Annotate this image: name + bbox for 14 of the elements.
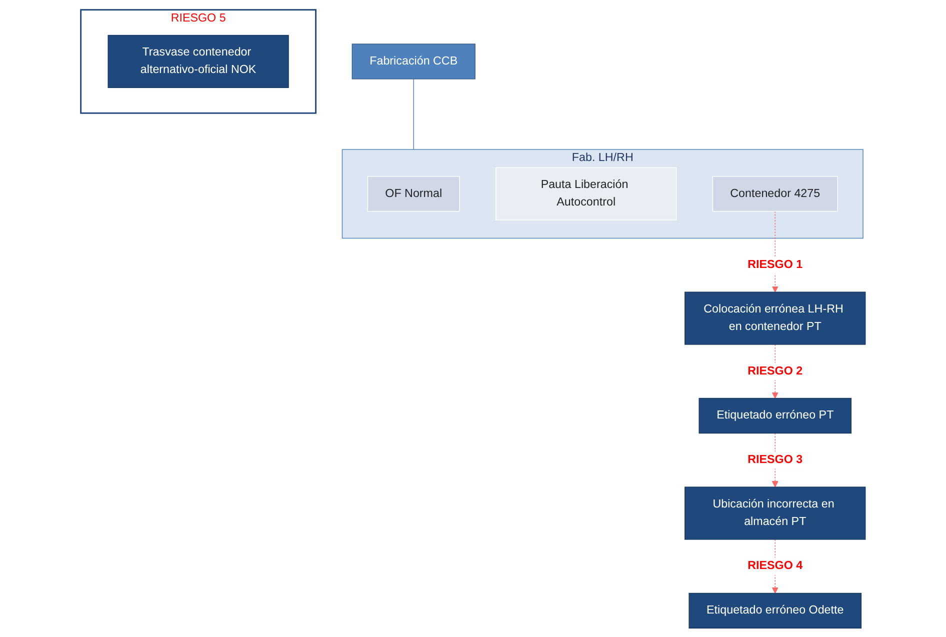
node-box: Contenedor 4275 <box>712 176 838 212</box>
node-box: OF Normal <box>367 176 460 212</box>
edge-label: RIESGO 1 <box>748 258 803 270</box>
node-box: Etiquetado erróneo Odette <box>688 592 862 628</box>
edge-label: RIESGO 2 <box>748 364 803 377</box>
node-box: Colocación errónea LH-RH en contenedor PT <box>684 291 866 344</box>
node-box: Pauta Liberación Autocontrol <box>495 166 677 220</box>
node-box: Trasvase contenedor alternativo-oficial NOK <box>108 34 289 88</box>
connector <box>413 78 414 150</box>
edge-label: RIESGO 3 <box>748 453 803 466</box>
node-box: Etiquetado erróneo PT <box>698 397 852 434</box>
edge-label: RIESGO 4 <box>748 559 803 572</box>
node-box: Fabricación CCB <box>352 43 476 79</box>
node-box: Ubicación incorrecta en almacén PT <box>684 486 866 540</box>
